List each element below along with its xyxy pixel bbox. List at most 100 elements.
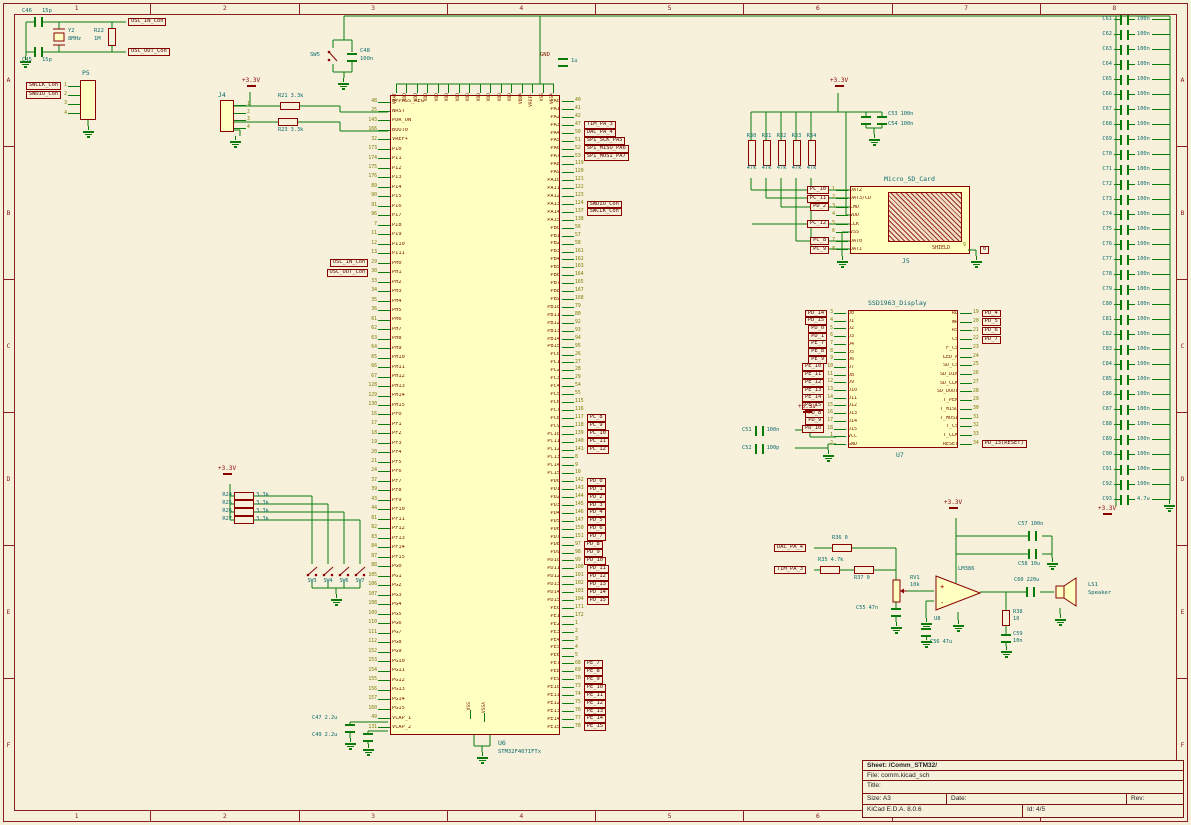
pin-number: 99 — [575, 557, 581, 563]
pin-wire — [562, 402, 574, 404]
pin-number: 31 — [973, 414, 979, 420]
pin-number: 4 — [247, 125, 250, 131]
wire — [1114, 124, 1120, 125]
rv1-potentiometer — [892, 579, 907, 603]
pin-wire — [562, 108, 574, 110]
pin-name: PB3 — [550, 249, 560, 255]
pin-number: 32 — [973, 423, 979, 429]
pin-wire — [378, 575, 390, 577]
pin-number: 7 — [830, 340, 833, 346]
pin-number: 144 — [575, 494, 584, 500]
c49-capacitor — [363, 733, 373, 742]
cap-value: 100n — [1137, 345, 1150, 352]
cap-value: 100n — [1137, 390, 1150, 397]
cap-row: C77 100n — [1086, 252, 1170, 267]
pin-number: 5 — [832, 220, 835, 226]
pin-number: 78 — [575, 723, 581, 729]
power-3v3: +3.3V — [798, 403, 816, 413]
pin-number: 7 — [832, 237, 835, 243]
pin-wire — [562, 473, 574, 475]
speaker-symbol — [1055, 577, 1077, 607]
pin-wire — [378, 509, 390, 511]
pin-number: 9 — [575, 462, 578, 468]
pin-name: D10 — [848, 388, 858, 394]
pin-wire — [562, 322, 574, 324]
wire — [1129, 424, 1135, 425]
pin-wire — [562, 370, 574, 372]
pin-wire — [562, 354, 574, 356]
cap-symbol — [1120, 224, 1129, 235]
pin-wire — [562, 615, 574, 617]
pin-name: PD2 — [550, 494, 560, 500]
sd-pin-row: PC_8 7 DAT0 — [700, 237, 880, 246]
mcu-pin-row: PC3 29 — [508, 375, 798, 382]
pin-wire — [562, 671, 574, 673]
mcu-ground-pin: VSSA — [482, 702, 488, 742]
pin-name: PA11 — [547, 185, 560, 191]
mcu-pin-row: 13 PI11 — [150, 250, 444, 258]
c45-capacitor — [34, 47, 43, 57]
pin-name: VDD — [403, 93, 409, 102]
pin-number: 23 — [973, 344, 979, 350]
pin-wire — [562, 465, 574, 467]
mcu-pin-row: 143 PDR_ON — [150, 117, 444, 125]
grid-row-label: A — [1177, 14, 1188, 147]
wire — [1129, 349, 1135, 350]
pin-wire — [836, 232, 848, 234]
resistor-body — [234, 500, 254, 508]
pin-name: PE6 — [550, 653, 560, 659]
display-pin-row: PD_14 3 D0 — [700, 309, 878, 318]
pin-wire — [834, 443, 846, 445]
c46-ref: C46 — [22, 8, 32, 14]
pin-wire — [458, 84, 460, 93]
net-label: PD_9 — [583, 549, 603, 558]
pin-name: PF11 — [392, 516, 405, 522]
ls1-ref: LS1 — [1088, 582, 1098, 588]
r21-resistor — [280, 102, 300, 110]
j4-pin-row: 2 — [234, 110, 264, 117]
pin-wire — [68, 85, 80, 87]
wire — [1114, 409, 1120, 410]
pin-wire — [378, 205, 390, 207]
gnd-symbol — [1047, 558, 1058, 570]
cap-row: C81 100n — [1086, 312, 1170, 327]
pin-wire — [562, 623, 574, 625]
pin-name: PA7 — [550, 154, 560, 160]
mcu-power-pin: VDD — [508, 84, 514, 130]
pin-wire — [562, 275, 574, 277]
cap-row: C64 100n — [1086, 57, 1170, 72]
pin-number: 131 — [368, 724, 377, 730]
mcu-pin-row: 106 PG2 — [150, 582, 444, 590]
net-label: PD_6 — [586, 525, 606, 534]
pin-wire — [960, 408, 972, 410]
osc-in-label: OSC_IN_Con — [128, 18, 167, 26]
mcu-pin-row: 129 PH14 — [150, 392, 444, 400]
cap-ref: C92 — [1102, 480, 1112, 487]
pin-name: VDD — [487, 93, 493, 102]
pin-wire — [834, 420, 846, 422]
cap-ref: C79 — [1102, 285, 1112, 292]
display-title: SSD1963_Display — [868, 299, 927, 307]
pin-wire — [378, 186, 390, 188]
cap-symbol — [1120, 209, 1129, 220]
display-pin-row: 1 VCC — [700, 433, 878, 440]
pin-number: 77 — [575, 716, 581, 721]
pin-wire — [378, 613, 390, 615]
mcu-pin-row: 91 PI6 — [150, 202, 444, 210]
pin-wire — [562, 695, 574, 697]
net-label: PD_0 — [586, 477, 606, 486]
display-pin-row: SD_CS 25 — [924, 362, 1074, 369]
pin-wire — [562, 505, 574, 507]
pin-wire — [562, 584, 574, 586]
resistor-body — [777, 139, 786, 166]
mcu-pin-row: 105 PG1 — [150, 572, 444, 580]
pin-name: PG6 — [392, 620, 402, 626]
pin-wire — [378, 319, 390, 321]
wire — [1114, 334, 1120, 335]
pin-wire — [562, 536, 574, 538]
pin-number: 4 — [575, 644, 578, 650]
cap-ref: C75 — [1102, 225, 1112, 232]
